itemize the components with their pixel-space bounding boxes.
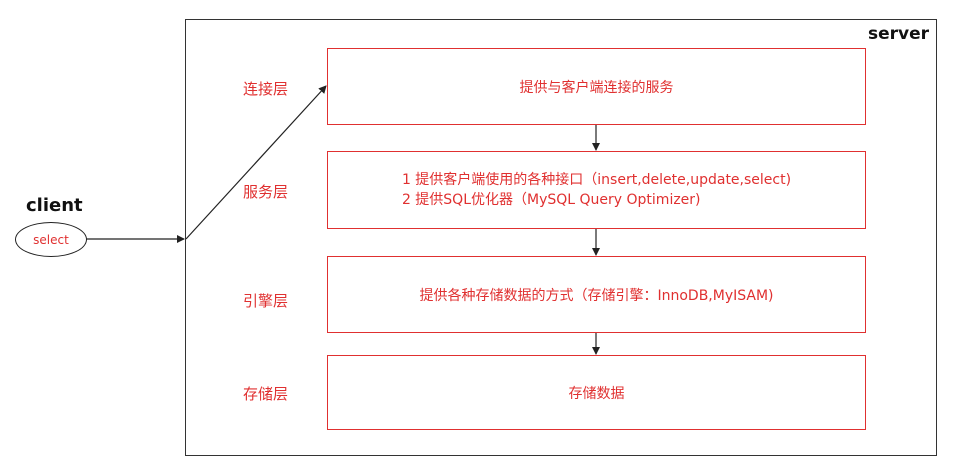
layer-label-service: 服务层 [243,183,289,201]
layer-box-connection-text: 提供与客户端连接的服务 [519,79,674,96]
layer-box-connection: 提供与客户端连接的服务 [327,48,866,125]
layer-box-engine: 提供各种存储数据的方式（存储引擎：InnoDB,MyISAM) [327,256,866,333]
layer-label-connection: 连接层 [243,80,289,98]
layer-box-storage-text: 存储数据 [568,385,625,402]
layer-label-storage: 存储层 [243,385,289,403]
layer-box-storage: 存储数据 [327,355,866,430]
layer-label-engine: 引擎层 [243,292,289,310]
server-title: server [868,24,930,44]
layer-box-service: 1 提供客户端使用的各种接口（insert,delete,update,sele… [327,151,866,229]
layer-box-service-line-2: 2 提供SQL优化器（MySQL Query Optimizer) [401,192,701,208]
server-to-connection-arrow [185,85,327,240]
client-title: client [26,195,83,216]
client-select-node[interactable]: select [15,222,87,257]
client-node-label: select [33,232,69,247]
layer-box-service-lines: 1 提供客户端使用的各种接口（insert,delete,update,sele… [402,170,791,210]
layer-box-engine-text: 提供各种存储数据的方式（存储引擎：InnoDB,MyISAM) [419,287,774,304]
server-frame [185,19,937,456]
layer-box-service-line-1: 1 提供客户端使用的各种接口（insert,delete,update,sele… [401,172,792,188]
